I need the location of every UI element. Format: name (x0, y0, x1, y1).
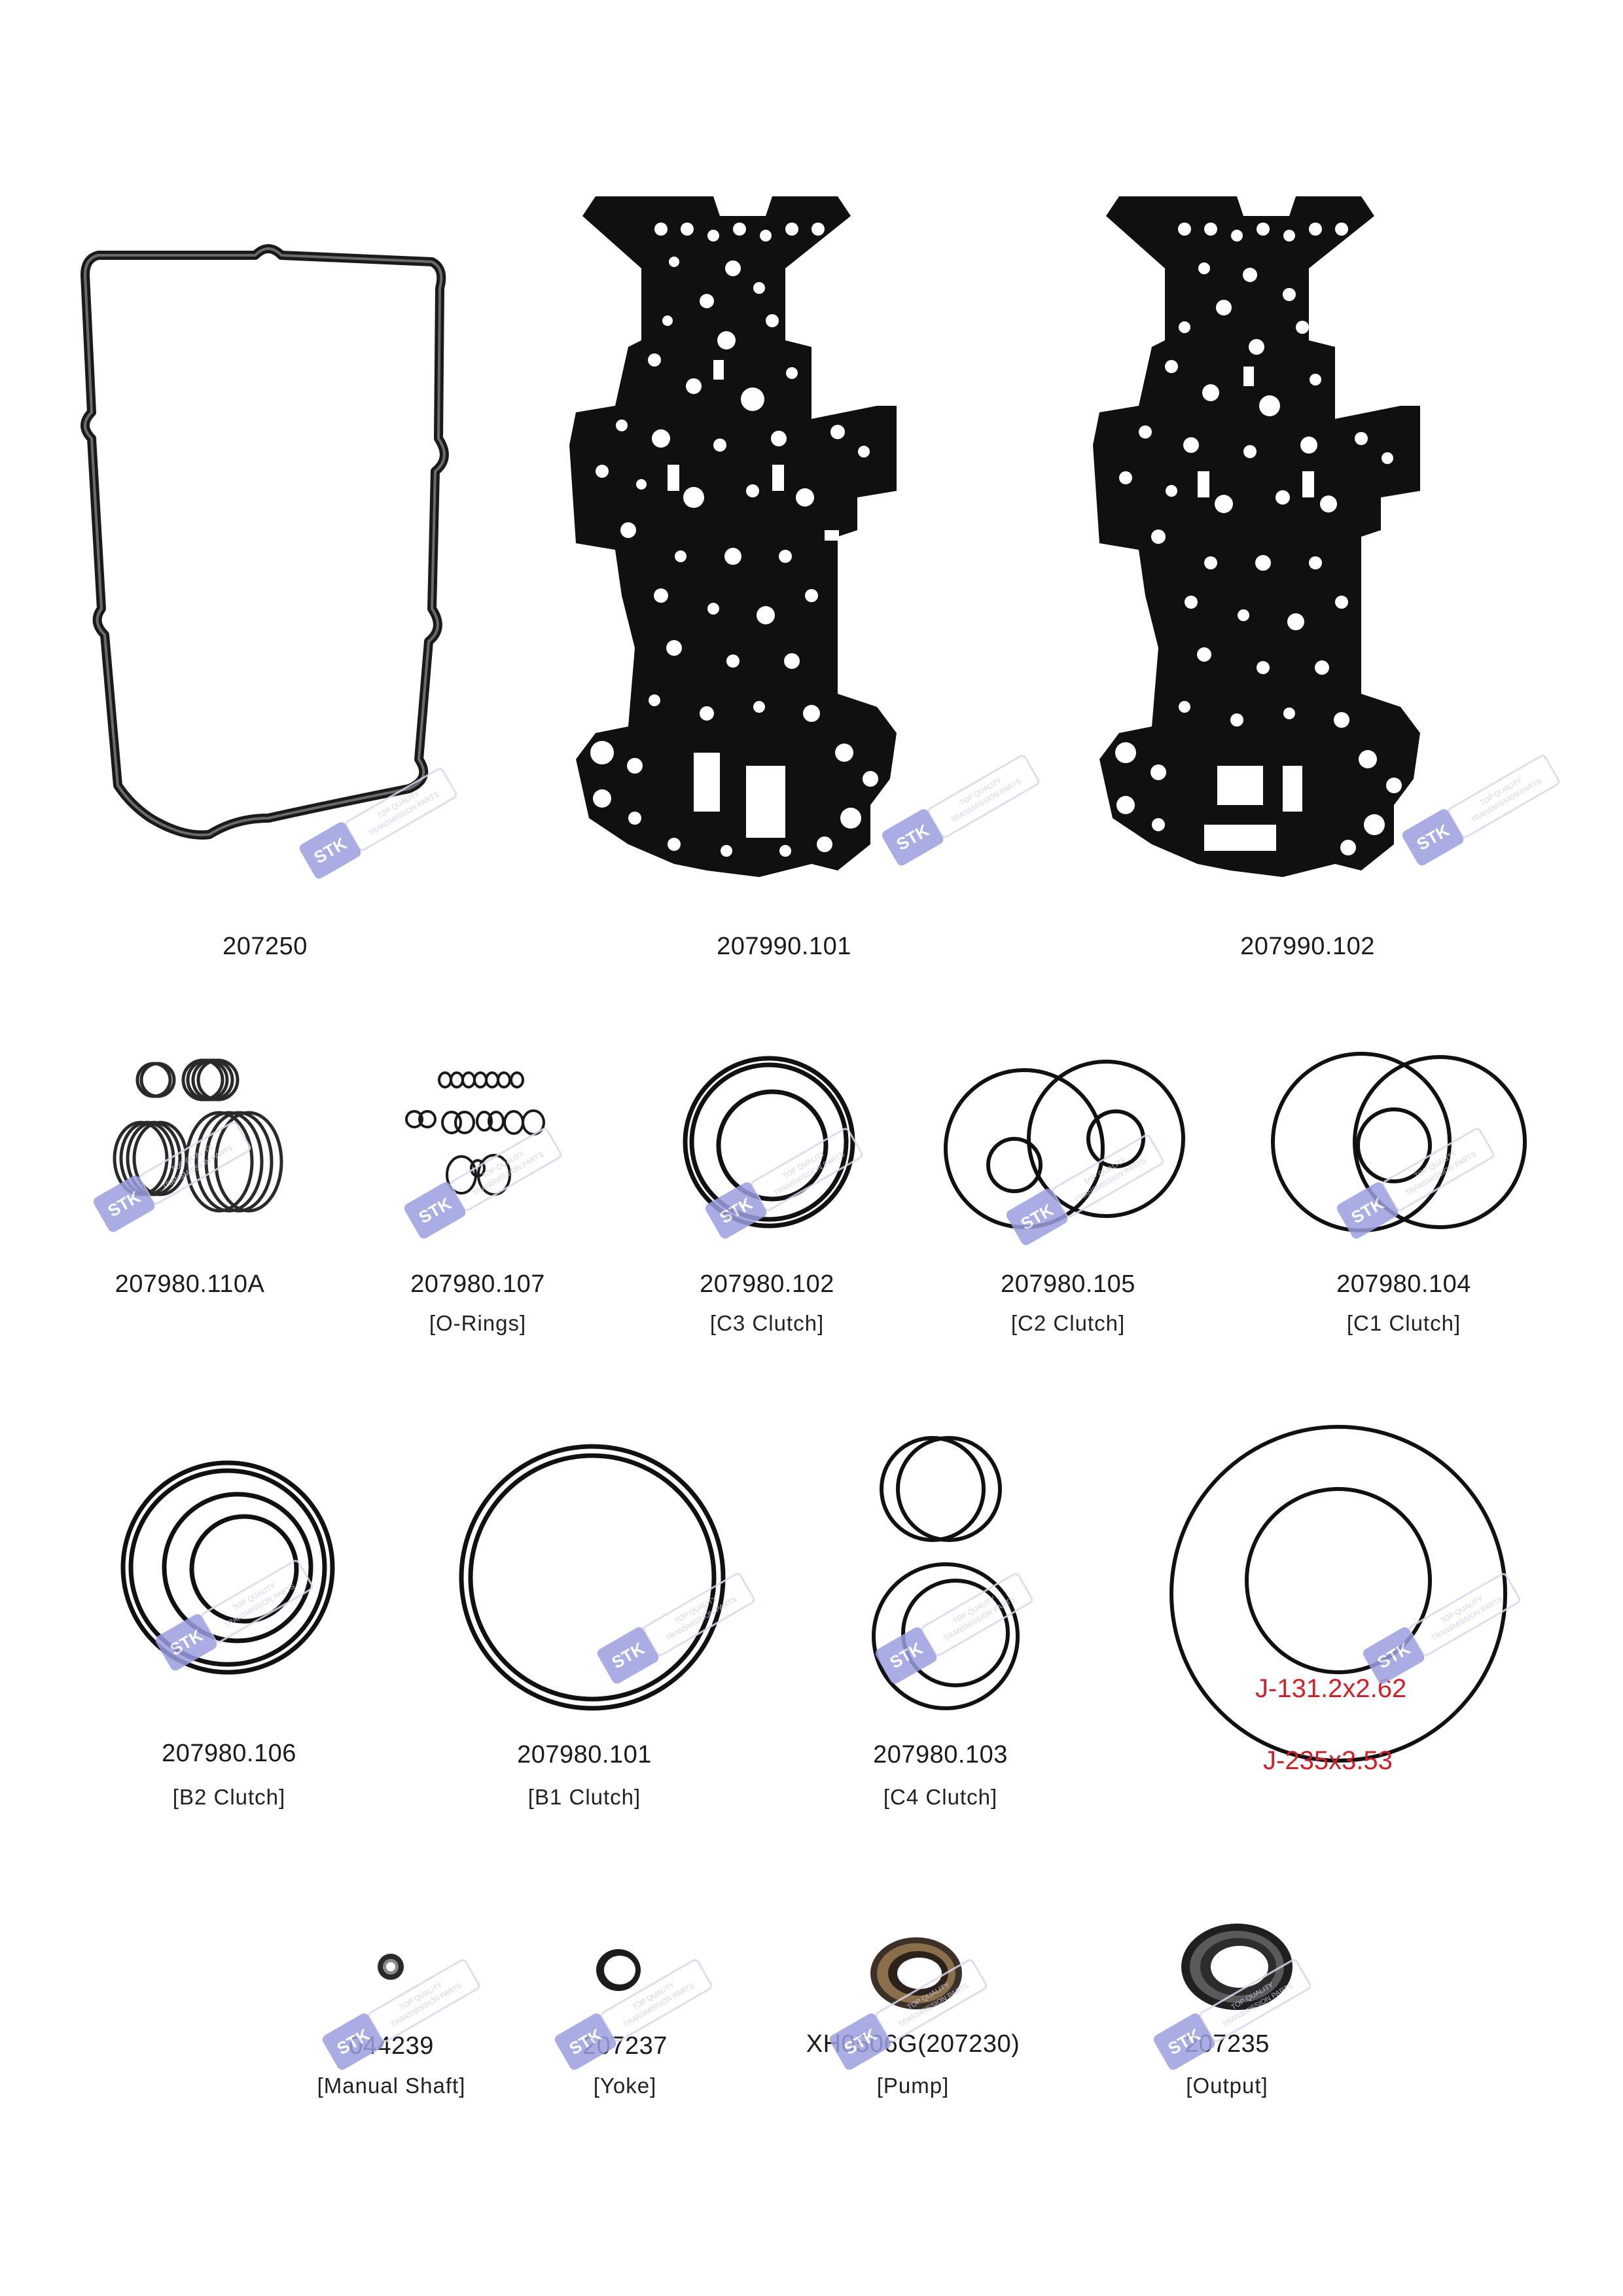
part-desc-c4-clutch: [C4 Clutch] (883, 1785, 998, 1809)
pump-seal-image (867, 1934, 965, 2013)
part-desc-c2-clutch: [C2 Clutch] (1010, 1311, 1126, 1335)
part-desc-c3-clutch: [C3 Clutch] (709, 1311, 825, 1335)
o-ring-set-image (1162, 1425, 1515, 1763)
part-desc-b2-clutch: [B2 Clutch] (172, 1785, 286, 1809)
c4-clutch-seals-image (864, 1433, 1021, 1721)
part-desc-pump: [Pump] (876, 2073, 950, 2098)
manual-shaft-seal-image (374, 1950, 407, 1983)
part-number-207980-102: 207980.102 (700, 1270, 834, 1298)
part-desc-b1-clutch: [B1 Clutch] (527, 1785, 641, 1809)
part-number-207980-107: 207980.107 (410, 1270, 545, 1298)
part-number-207980-103: 207980.103 (873, 1741, 1008, 1768)
output-seal-image (1178, 1921, 1296, 2013)
part-number-207990-101: 207990.101 (717, 933, 851, 960)
pan-gasket-image (79, 242, 458, 844)
yoke-seal-image (592, 1944, 645, 1996)
part-number-207250: 207250 (223, 933, 308, 960)
part-number-207980-106: 207980.106 (162, 1740, 296, 1767)
part-number-207980-110a: 207980.110A (115, 1270, 265, 1298)
part-desc-manual-shaft: [Manual Shaft] (317, 2073, 466, 2098)
outer-o-ring-size: J-235x3.53 (1263, 1746, 1393, 1775)
part-number-207980-105: 207980.105 (1001, 1270, 1135, 1298)
part-number-207980-101: 207980.101 (517, 1741, 652, 1768)
part-number-207990-102: 207990.102 (1240, 933, 1375, 960)
b2-clutch-seals-image (116, 1456, 339, 1679)
part-desc-output: [Output] (1186, 2073, 1268, 2098)
part-desc-yoke: [Yoke] (593, 2073, 657, 2098)
part-number-207980-104: 207980.104 (1336, 1270, 1471, 1298)
valve-body-gasket-1-image (563, 190, 1008, 897)
part-desc-c1-clutch: [C1 Clutch] (1346, 1311, 1461, 1335)
o-rings-image (402, 1070, 566, 1221)
b1-clutch-seals-image (455, 1440, 730, 1715)
valve-body-gasket-2-image (1086, 190, 1531, 897)
c3-clutch-seals-image (681, 1050, 857, 1234)
part-desc-o-rings: [O-Rings] (429, 1311, 527, 1335)
